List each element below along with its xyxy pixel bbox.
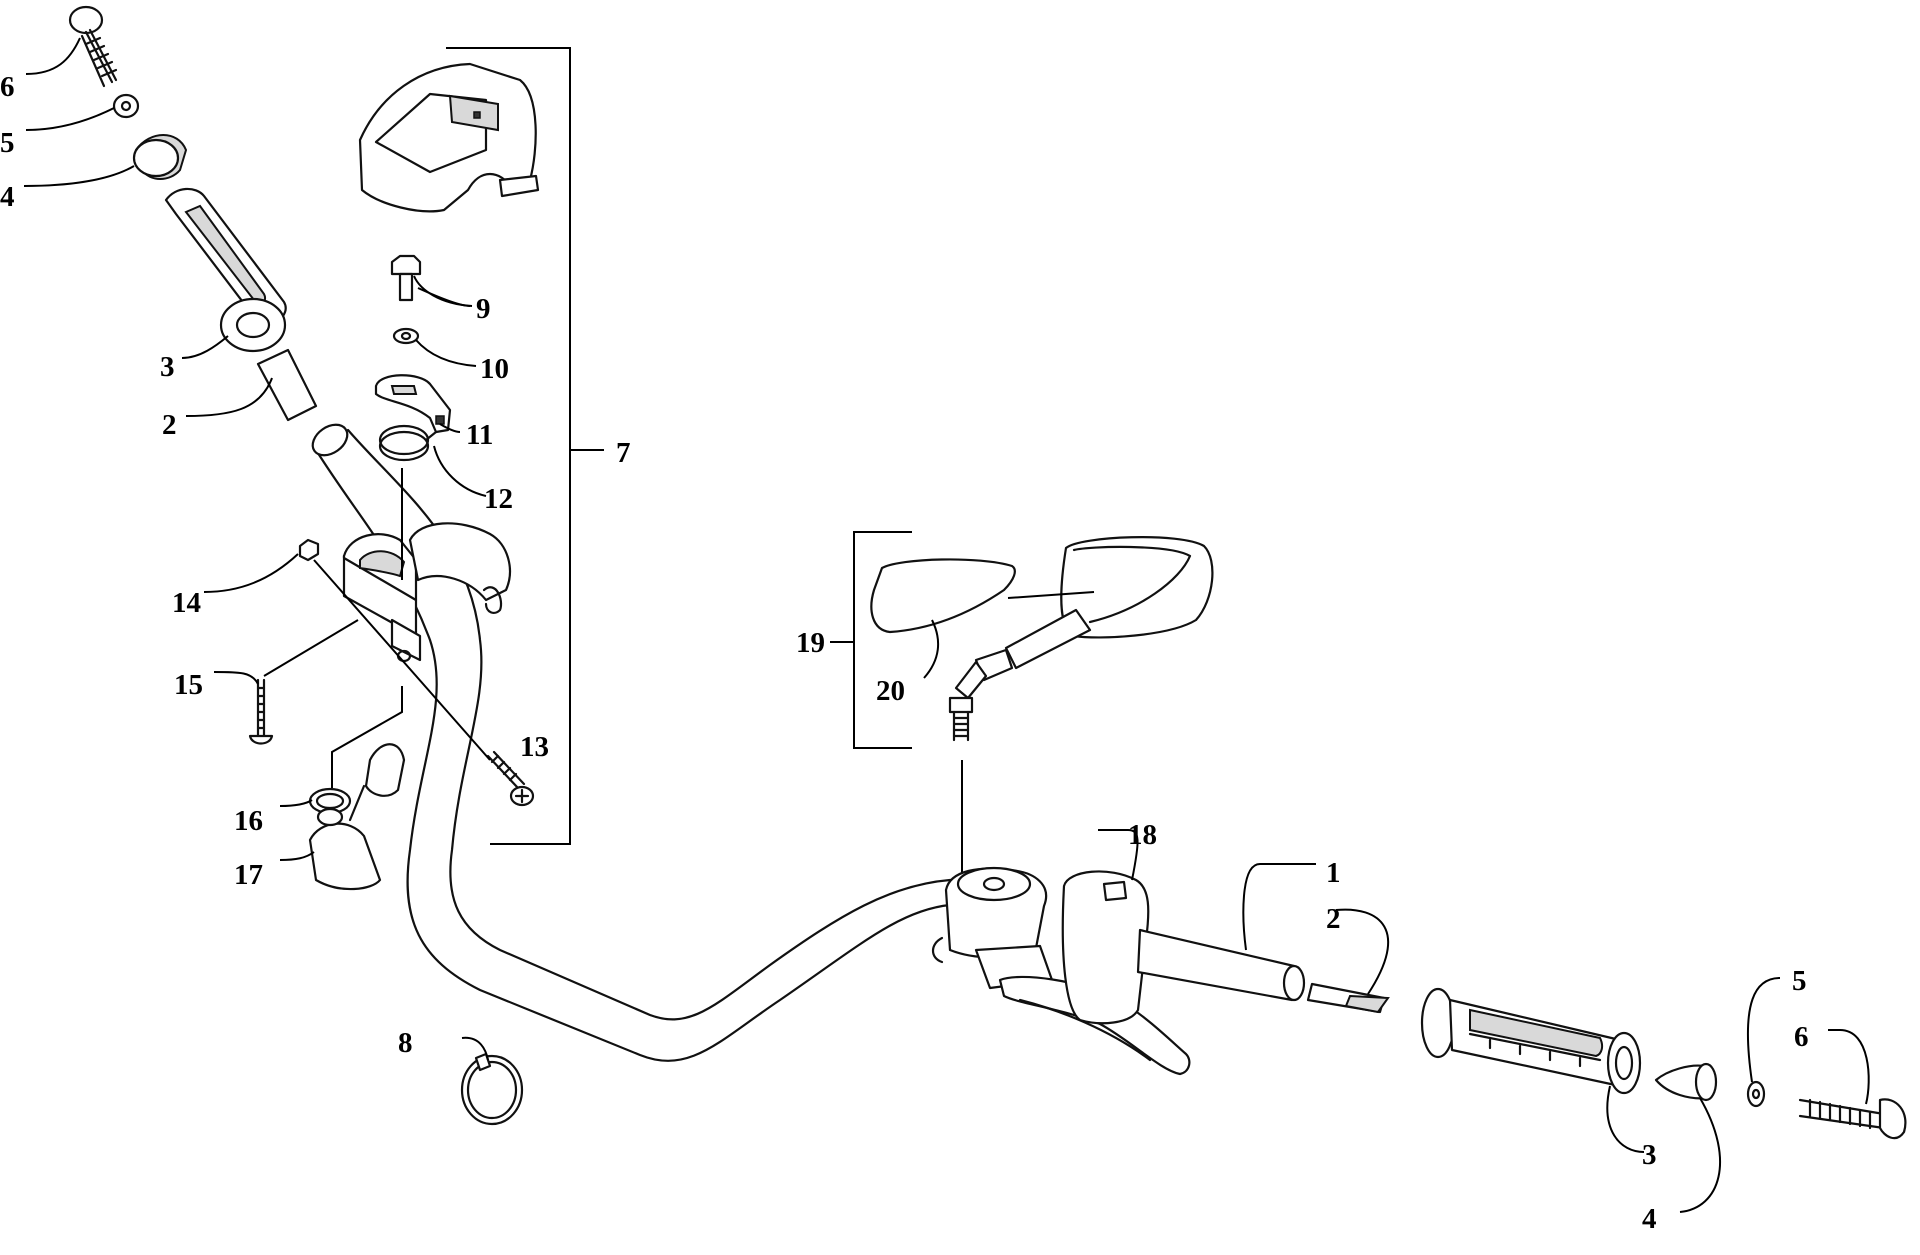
callout-3-left: 3 — [160, 351, 175, 383]
housing-screw-15 — [248, 678, 274, 745]
callout-5-left: 5 — [0, 127, 15, 159]
leader-lines — [23, 37, 1870, 1213]
left-grip-insert — [256, 348, 318, 422]
right-end-cap — [1654, 1062, 1718, 1102]
housing-screw-13 — [486, 750, 535, 807]
callout-17: 17 — [234, 859, 263, 891]
callout-2-right: 2 — [1326, 903, 1341, 935]
right-end-bolt — [1798, 1098, 1907, 1140]
callout-4-right: 4 — [1642, 1203, 1657, 1235]
callout-15: 15 — [174, 669, 203, 701]
bracket-7 — [446, 47, 571, 845]
bracket-19 — [853, 531, 912, 749]
brake-master-cylinder — [931, 866, 1054, 990]
left-washer — [112, 93, 140, 119]
callout-6-right: 6 — [1794, 1021, 1809, 1053]
left-assembly-guides — [263, 468, 491, 788]
callout-1: 1 — [1326, 857, 1341, 889]
housing-nut-14 — [298, 538, 320, 562]
callout-20: 20 — [876, 675, 905, 707]
right-bar-end-tube — [1136, 928, 1306, 1002]
wire-clip-8 — [460, 1052, 524, 1126]
housing-washer-10 — [392, 327, 420, 345]
callout-8: 8 — [398, 1027, 413, 1059]
o-ring-16 — [308, 787, 352, 827]
housing-screw-9 — [390, 254, 422, 302]
throttle-housing-base — [342, 522, 511, 663]
right-grip-insert — [1306, 982, 1390, 1014]
brake-switch-17 — [308, 743, 406, 891]
mirror-assembly — [948, 536, 1214, 742]
callout-7: 7 — [616, 437, 631, 469]
callout-2-left: 2 — [162, 409, 177, 441]
callout-19: 19 — [796, 627, 825, 659]
callout-11: 11 — [466, 419, 493, 451]
right-switch-housing-18 — [1061, 870, 1150, 1025]
callouts: 6 5 4 3 2 9 10 11 12 7 14 15 13 16 17 8 … — [0, 71, 1809, 1235]
callout-18: 18 — [1128, 819, 1157, 851]
mirror-glass-20 — [870, 558, 1016, 634]
left-grip — [164, 187, 287, 353]
callout-4-left: 4 — [0, 181, 15, 213]
callout-12: 12 — [484, 483, 513, 515]
callout-5-right: 5 — [1792, 965, 1807, 997]
callout-10: 10 — [480, 353, 509, 385]
torsion-spring-12 — [378, 424, 438, 462]
callout-6-left: 6 — [0, 71, 15, 103]
callout-14: 14 — [172, 587, 201, 619]
mirror-guides — [961, 591, 1095, 880]
throttle-lever-11 — [374, 374, 452, 434]
switch-housing-cover — [358, 62, 540, 213]
left-end-cap — [132, 134, 188, 180]
callout-9: 9 — [476, 293, 491, 325]
right-washer — [1746, 1080, 1766, 1108]
callout-16: 16 — [234, 805, 263, 837]
right-grip — [1420, 987, 1642, 1095]
callout-3-right: 3 — [1642, 1139, 1657, 1171]
handlebar — [311, 423, 1002, 1062]
left-end-bolt — [68, 5, 118, 88]
callout-13: 13 — [520, 731, 549, 763]
